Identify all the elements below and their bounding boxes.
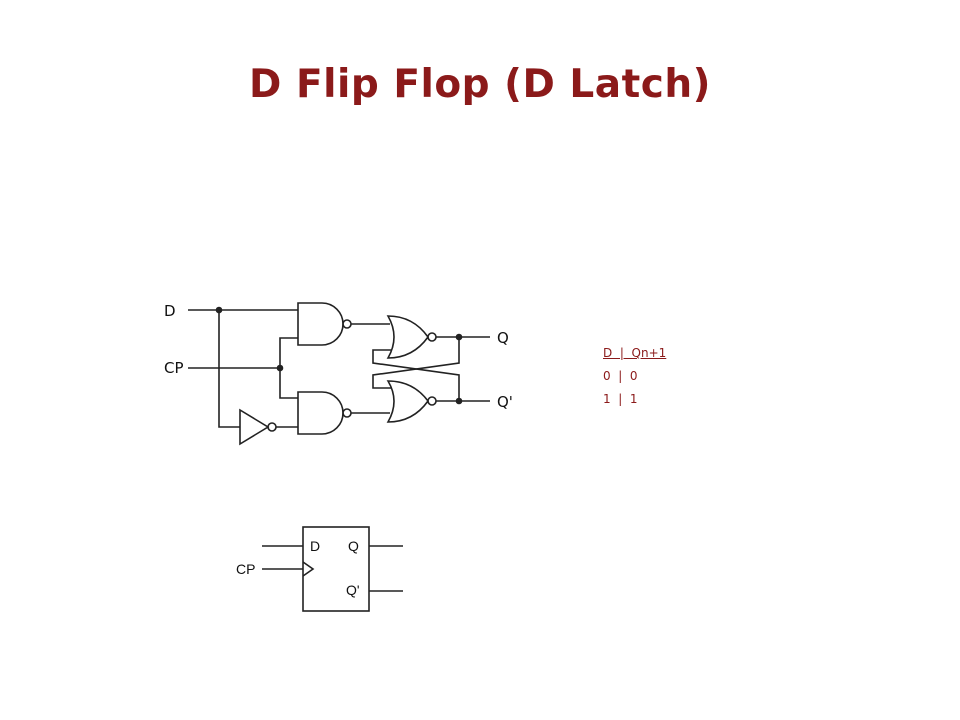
truth-table: D | Qn+1 0 | 0 1 | 1 <box>603 342 666 411</box>
truth-table-header: D | Qn+1 <box>603 346 667 360</box>
cp-fanout-wire <box>279 337 298 399</box>
truth-table-row: 0 | 0 <box>603 369 638 383</box>
feedback-wire-q <box>372 337 460 389</box>
feedback-wire-qbar <box>372 349 460 401</box>
nor-gate-top <box>386 315 429 359</box>
output-label-q: Q <box>497 329 509 347</box>
slide-title: D Flip Flop (D Latch) <box>249 62 711 107</box>
nor-gate-bottom <box>386 380 429 423</box>
d-to-inverter-wire <box>218 310 240 428</box>
symbol-pin-q: Q <box>348 538 359 554</box>
symbol-pin-d: D <box>310 538 320 554</box>
symbol-pin-qbar: Q' <box>346 582 360 598</box>
symbol-clock-label: CP <box>236 561 255 577</box>
nor-bubble-bottom <box>427 396 437 406</box>
input-label-d: D <box>164 302 176 320</box>
nor-bubble-top <box>427 332 437 342</box>
clock-triangle <box>302 561 315 577</box>
inverter-gate <box>239 408 270 446</box>
nand-gate-top <box>297 302 344 346</box>
nand-bubble-top <box>342 319 352 329</box>
nand-bubble-bottom <box>342 408 352 418</box>
nand-gate-bottom <box>297 391 344 435</box>
input-label-cp: CP <box>164 359 184 377</box>
truth-table-row: 1 | 1 <box>603 392 638 406</box>
output-label-qbar: Q' <box>497 393 513 411</box>
